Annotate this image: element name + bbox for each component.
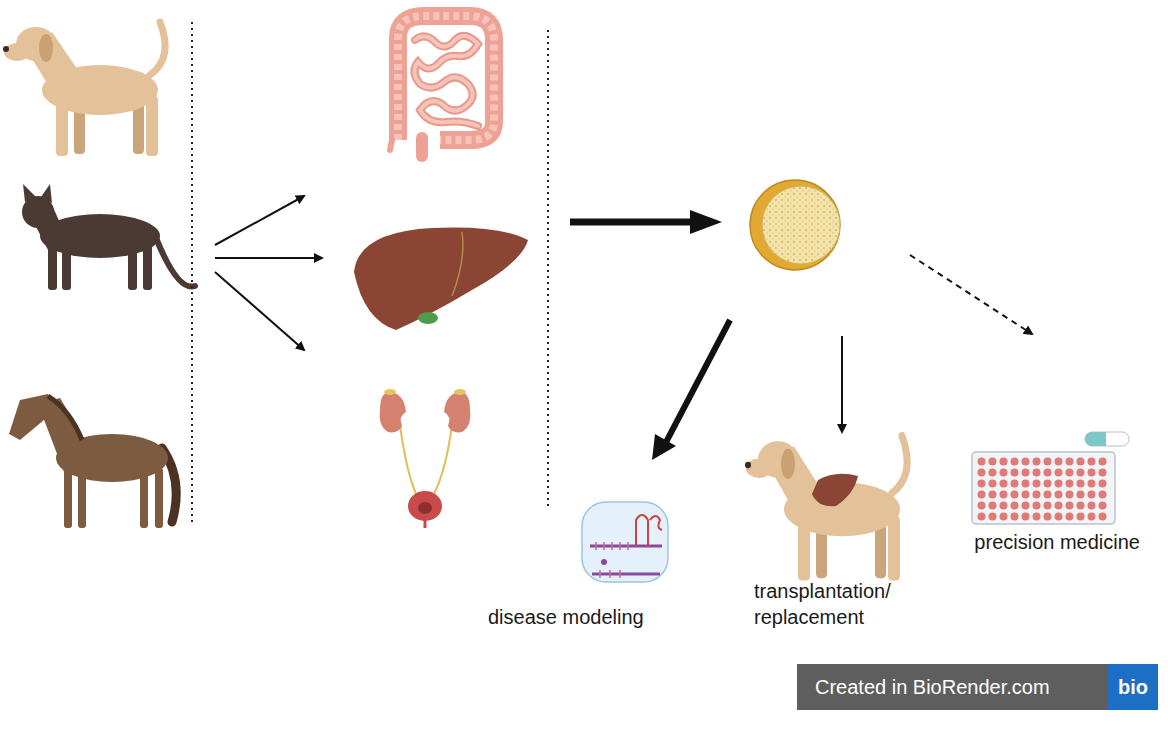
logo-box: bio <box>1108 664 1158 710</box>
caption-label: transplantation/ replacement <box>754 578 936 630</box>
main-arrow <box>570 210 722 234</box>
caption-label: disease modeling <box>488 604 708 630</box>
box-text: bio <box>1118 676 1148 699</box>
urinary-organs <box>380 389 471 528</box>
badge-box: Created in BioRender.com bio <box>797 664 1158 710</box>
divider-line <box>547 30 549 510</box>
organoid-sphere <box>750 180 840 270</box>
caption-label: precision medicine <box>940 529 1140 555</box>
well-plate <box>972 432 1129 524</box>
divider-line <box>191 22 193 522</box>
transplant-dog <box>745 436 907 581</box>
cat-figure <box>22 184 195 290</box>
liver-organ <box>354 228 528 331</box>
output-arrows <box>652 255 1032 460</box>
crispr-icon <box>582 502 668 582</box>
fan-arrows <box>215 196 322 350</box>
box-text: Created in BioRender.com <box>815 676 1050 699</box>
dog-figure <box>3 22 165 156</box>
intestine-organ <box>390 16 494 156</box>
horse-figure <box>9 394 176 528</box>
